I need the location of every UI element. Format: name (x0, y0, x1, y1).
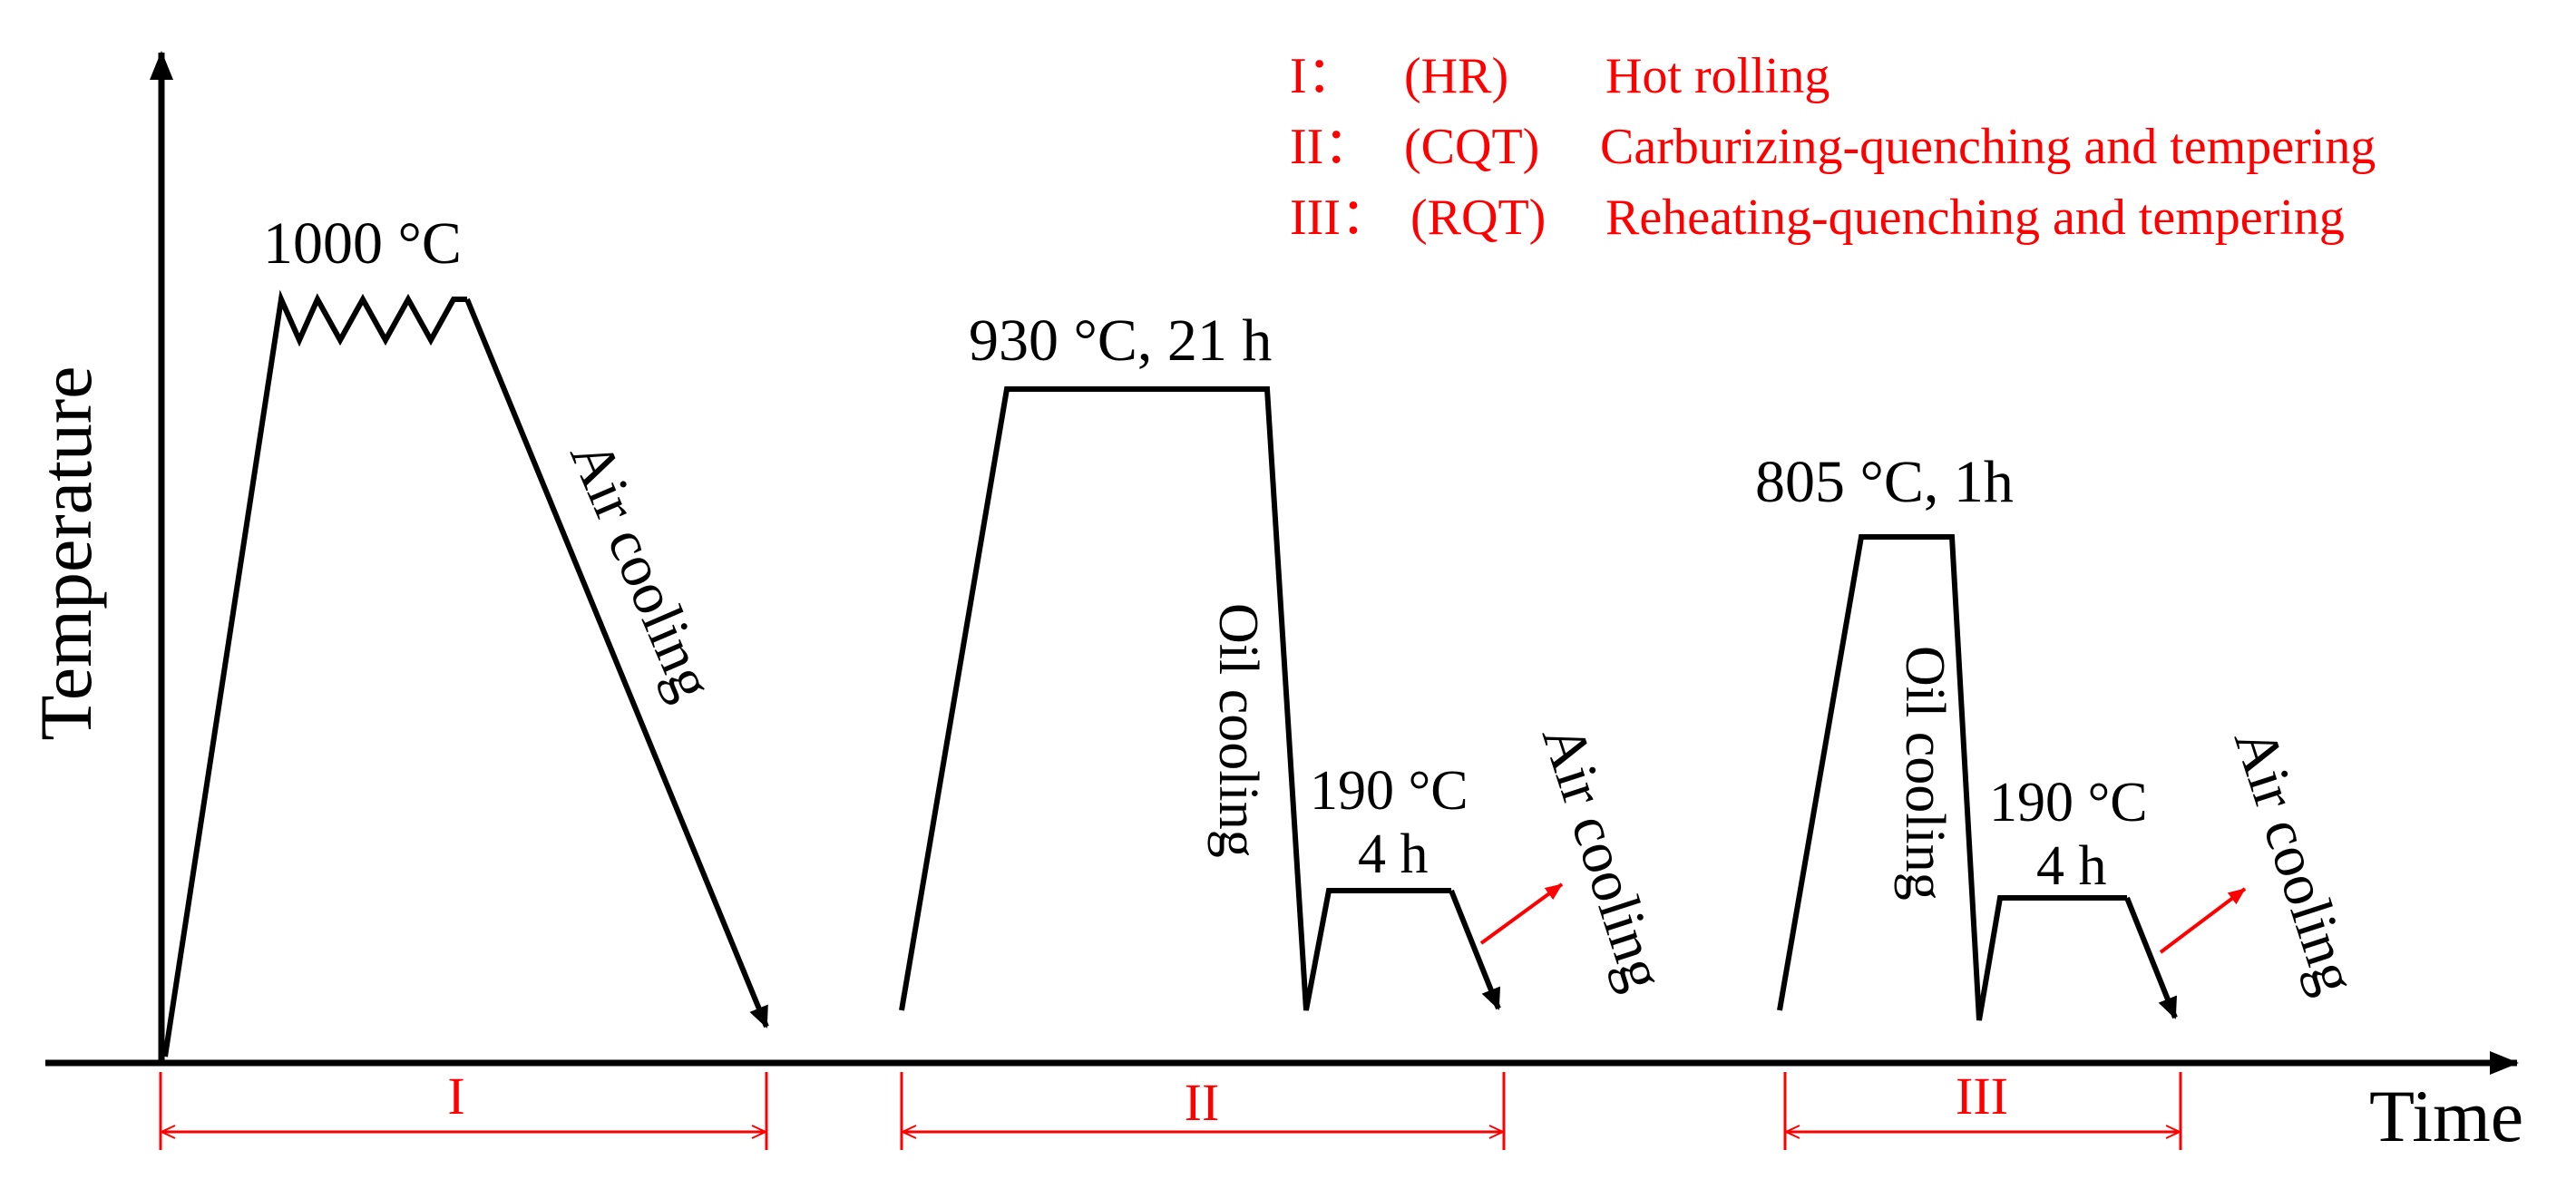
legend-code-2: (CQT) (1404, 119, 1539, 175)
stage-brackets (159, 1072, 2182, 1150)
bracket-ii-label: II (1185, 1073, 1220, 1132)
rqt-cooling-arrow (2124, 896, 2178, 1019)
hr-cooling-arrow (464, 297, 769, 1028)
stage-cqt: 930 °C, 21 h Oil cooling 190 °C 4 h Air … (899, 307, 1677, 1011)
stage-hr: 1000 °C Air cooling (162, 210, 769, 1057)
legend-numeral-2: II： (1290, 119, 1374, 175)
legend-code-3: (RQT) (1410, 190, 1546, 246)
cqt-temper-temp: 190 °C (1310, 760, 1469, 822)
legend-name-3: Reheating-quenching and tempering (1605, 190, 2345, 246)
rqt-temper-time: 4 h (2036, 835, 2107, 897)
legend-name-2: Carburizing-quenching and tempering (1600, 119, 2376, 175)
x-axis-label: Time (2369, 1075, 2523, 1157)
cqt-red-arrow (1479, 882, 1564, 945)
rqt-quench-label: Oil cooling (1894, 646, 1956, 901)
cqt-cooling-label: Air cooling (1529, 716, 1677, 998)
rqt-red-arrow (2159, 887, 2247, 954)
rqt-cooling-label: Air cooling (2221, 720, 2369, 1001)
hr-heating-curve (162, 289, 467, 1057)
rqt-temper-temp: 190 °C (1989, 772, 2148, 833)
legend-code-1: (HR) (1404, 48, 1508, 104)
bracket-i-label: I (447, 1067, 464, 1126)
legend-name-1: Hot rolling (1605, 48, 1830, 104)
stage-rqt: 805 °C, 1h Oil cooling 190 °C 4 h Air co… (1755, 449, 2369, 1021)
bracket-iii-label: III (1956, 1067, 2008, 1126)
hr-hold-label: 1000 °C (263, 210, 462, 277)
cqt-quench-label: Oil cooling (1207, 603, 1269, 858)
rqt-heating-curve (1777, 534, 2127, 1021)
cqt-heating-curve (899, 386, 1451, 1011)
legend-numeral-1: I： (1290, 48, 1358, 104)
cqt-temper-time: 4 h (1358, 824, 1429, 885)
legend: I： (HR) Hot rolling II： (CQT) Carburizin… (1290, 48, 2376, 246)
rqt-hold-label: 805 °C, 1h (1755, 449, 2014, 515)
cqt-hold-label: 930 °C, 21 h (969, 307, 1272, 374)
y-axis-label: Temperature (24, 365, 107, 740)
cqt-cooling-arrow (1449, 889, 1501, 1010)
legend-numeral-3: III： (1290, 190, 1391, 246)
hr-cooling-label: Air cooling (557, 431, 726, 709)
